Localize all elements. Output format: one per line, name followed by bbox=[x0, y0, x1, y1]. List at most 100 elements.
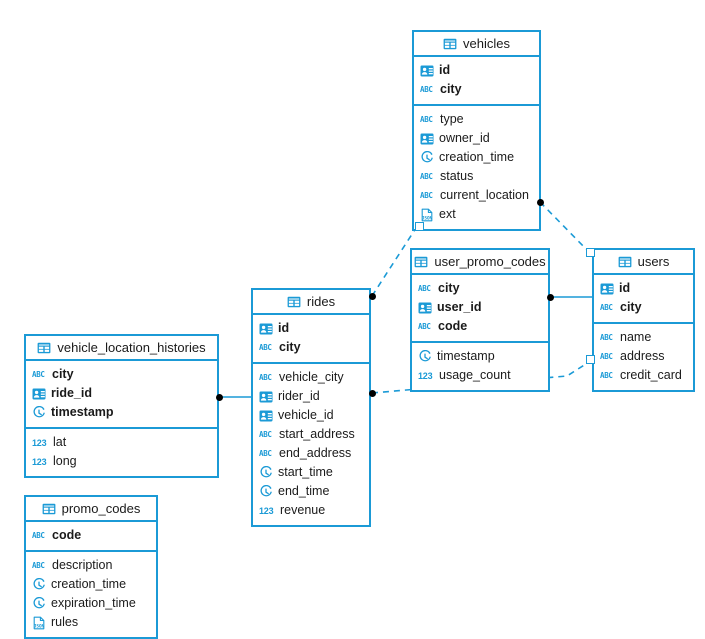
123-icon: 123 bbox=[32, 437, 47, 448]
edge-many-marker-vehicles-to-users bbox=[536, 198, 544, 206]
column-row-rides-id[interactable]: id bbox=[253, 319, 369, 338]
abc-icon: ABC bbox=[418, 321, 431, 331]
table-header-user_promo_codes[interactable]: user_promo_codes bbox=[412, 250, 548, 275]
edge-vehicles-to-users bbox=[539, 201, 590, 253]
column-name: timestamp bbox=[51, 405, 114, 420]
column-row-rides-vehicle_id[interactable]: vehicle_id bbox=[253, 406, 369, 425]
column-name: id bbox=[278, 321, 290, 336]
edge-one-marker-rides-to-users bbox=[586, 355, 595, 364]
table-header-vehicle_location_histories[interactable]: vehicle_location_histories bbox=[26, 336, 217, 361]
column-row-user_promo_codes-user_id[interactable]: user_id bbox=[412, 298, 548, 317]
column-row-user_promo_codes-usage_count[interactable]: 123 usage_count bbox=[412, 366, 548, 385]
table-header-rides[interactable]: rides bbox=[253, 290, 369, 315]
svg-text:JSON: JSON bbox=[34, 623, 45, 629]
table-header-vehicles[interactable]: vehicles bbox=[414, 32, 539, 57]
column-row-vehicles-id[interactable]: id bbox=[414, 61, 539, 80]
123-icon: 123 bbox=[418, 370, 433, 381]
clock-icon bbox=[32, 405, 46, 420]
column-row-rides-start_time[interactable]: start_time bbox=[253, 463, 369, 482]
column-name: address bbox=[620, 349, 665, 364]
column-row-vehicles-owner_id[interactable]: owner_id bbox=[414, 129, 539, 148]
column-row-vehicles-current_location[interactable]: ABC current_location bbox=[414, 186, 539, 205]
column-row-vehicles-creation_time[interactable]: creation_time bbox=[414, 148, 539, 167]
table-header-promo_codes[interactable]: promo_codes bbox=[26, 497, 156, 522]
column-row-rides-end_time[interactable]: end_time bbox=[253, 482, 369, 501]
contact-card-icon bbox=[418, 301, 432, 315]
column-name: id bbox=[619, 281, 631, 296]
column-name: start_address bbox=[279, 427, 355, 442]
column-row-rides-end_address[interactable]: ABC end_address bbox=[253, 444, 369, 463]
column-name: current_location bbox=[440, 188, 529, 203]
column-name: type bbox=[440, 112, 464, 127]
abc-icon: ABC bbox=[259, 448, 272, 458]
column-row-vehicles-city[interactable]: ABC city bbox=[414, 80, 539, 99]
column-row-promo_codes-expiration_time[interactable]: expiration_time bbox=[26, 594, 156, 613]
json-icon: JSON bbox=[32, 616, 46, 630]
abc-icon: ABC bbox=[32, 560, 45, 570]
column-row-rides-start_address[interactable]: ABC start_address bbox=[253, 425, 369, 444]
abc-icon: ABC bbox=[32, 530, 45, 540]
column-name: ride_id bbox=[51, 386, 92, 401]
clock-icon bbox=[418, 349, 432, 364]
column-name: vehicle_id bbox=[278, 408, 334, 423]
abc-icon: ABC bbox=[418, 283, 431, 293]
clock-icon bbox=[420, 150, 434, 165]
abc-icon: ABC bbox=[32, 369, 45, 379]
contact-card-icon bbox=[259, 390, 273, 404]
contact-card-icon bbox=[32, 387, 46, 401]
column-name: usage_count bbox=[439, 368, 511, 383]
contact-card-icon bbox=[259, 409, 273, 423]
column-row-vehicle_location_histories-ride_id[interactable]: ride_id bbox=[26, 384, 217, 403]
clock-icon bbox=[259, 484, 273, 499]
table-header-users[interactable]: users bbox=[594, 250, 693, 275]
contact-card-icon bbox=[420, 132, 434, 146]
column-row-user_promo_codes-timestamp[interactable]: timestamp bbox=[412, 347, 548, 366]
column-name: ext bbox=[439, 207, 456, 222]
abc-icon: ABC bbox=[420, 190, 433, 200]
column-name: end_address bbox=[279, 446, 352, 461]
clock-icon bbox=[32, 596, 46, 611]
column-row-promo_codes-creation_time[interactable]: creation_time bbox=[26, 575, 156, 594]
column-row-users-id[interactable]: id bbox=[594, 279, 693, 298]
column-name: end_time bbox=[278, 484, 330, 499]
column-name: rider_id bbox=[278, 389, 320, 404]
abc-icon: ABC bbox=[259, 342, 272, 352]
abc-icon: ABC bbox=[259, 429, 272, 439]
contact-card-icon bbox=[420, 64, 434, 78]
column-row-vehicle_location_histories-timestamp[interactable]: timestamp bbox=[26, 403, 217, 422]
table-name: rides bbox=[306, 294, 336, 309]
table-name: user_promo_codes bbox=[434, 254, 546, 269]
column-name: city bbox=[440, 82, 462, 97]
column-row-rides-rider_id[interactable]: rider_id bbox=[253, 387, 369, 406]
abc-icon: ABC bbox=[420, 84, 433, 94]
